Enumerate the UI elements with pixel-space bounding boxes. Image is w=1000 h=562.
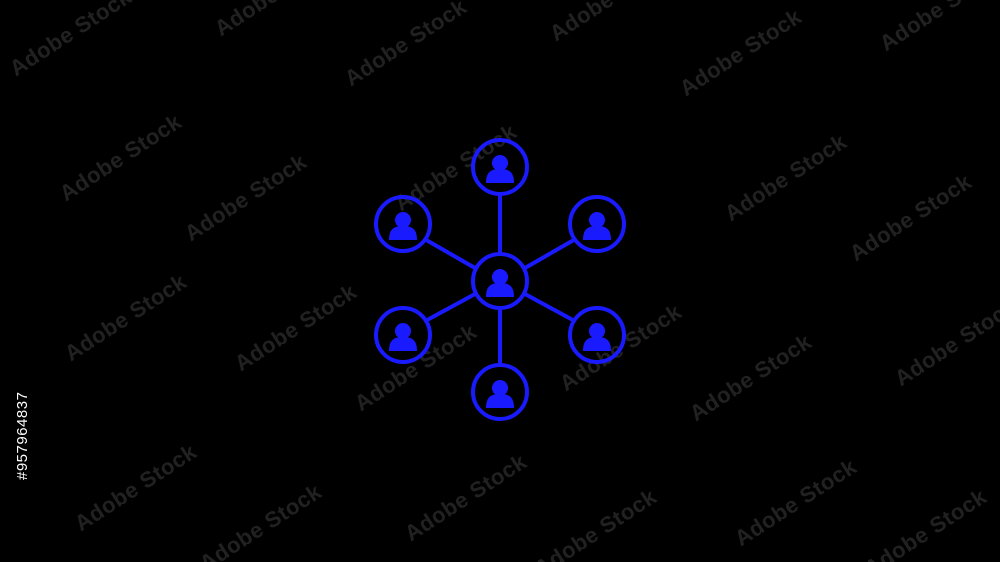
person-icon <box>389 212 417 240</box>
connector-line <box>523 292 573 321</box>
connector-line <box>427 292 477 321</box>
connector-line <box>426 239 477 270</box>
person-icon <box>389 323 417 351</box>
connector-line <box>523 239 574 270</box>
node-upper-right <box>568 195 626 253</box>
node-lower-right <box>568 306 626 364</box>
node-bottom <box>471 363 529 421</box>
person-icon <box>583 212 611 240</box>
person-icon <box>486 380 514 408</box>
connector-lines <box>426 194 574 366</box>
person-icon <box>583 323 611 351</box>
person-icon <box>486 155 514 183</box>
person-icon <box>486 269 514 297</box>
center-node <box>471 252 529 310</box>
node-lower-left <box>374 306 432 364</box>
node-upper-left <box>374 195 432 253</box>
node-top <box>471 138 529 196</box>
